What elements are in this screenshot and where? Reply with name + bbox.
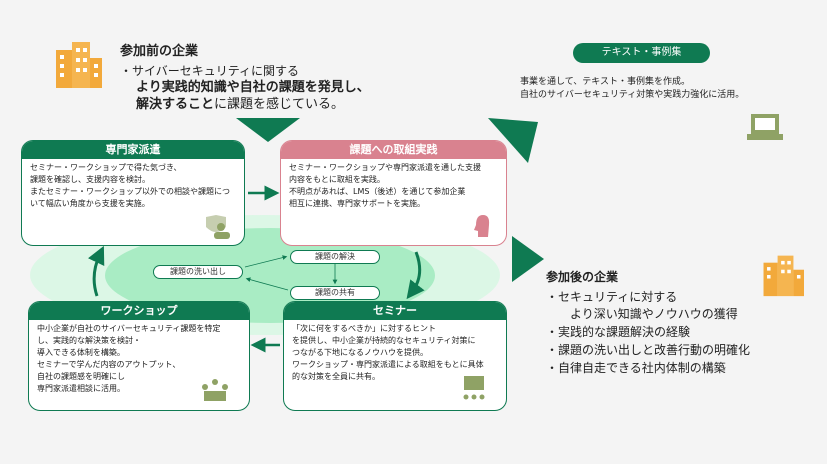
after-section: 参加後の企業 ・セキュリティに対する より深い知識やノウハウの獲得 ・実践的な課…	[546, 268, 750, 377]
box-line: 自社の課題感を明確にし	[37, 372, 125, 381]
before-line: より実践的知識や自社の課題を発見し、	[136, 80, 370, 95]
after-line: ・自律自走できる社内体制の構築	[546, 361, 726, 375]
before-section: 参加前の企業 ・サイバーセキュリティに関する より実践的知識や自社の課題を発見し…	[120, 40, 370, 113]
after-line: ・課題の洗い出しと改善行動の明確化	[546, 343, 751, 357]
after-line: ・セキュリティに対する	[546, 290, 678, 304]
building-icon	[763, 255, 804, 297]
box-line: 課題を確認し、支援内容を検討。	[30, 175, 150, 184]
arrow-up-curve	[88, 245, 105, 297]
solve-issues-label: 課題の解決	[290, 250, 380, 264]
box-line: 導入できる体制を構築。	[37, 348, 125, 357]
practice-box: 課題への取組実践 セミナー・ワークショップや専門家派遣を通した支援内容をもとに取…	[280, 140, 507, 246]
after-line: より深い知識やノウハウの獲得	[570, 307, 738, 321]
meeting-table-icon	[202, 379, 228, 401]
practice-title: 課題への取組実践	[281, 141, 506, 159]
box-line: 内容をもとに取組を実践。	[289, 175, 385, 184]
cycle-arrows	[88, 185, 425, 353]
expert-dispatch-box: 専門家派遣 セミナー・ワークショップで得た気づき、課題を確認し、支援内容を検討。…	[21, 140, 245, 246]
workshop-title: ワークショップ	[29, 302, 249, 320]
text-collection-line: 事業を通して、テキスト・事例集を作成。	[520, 77, 691, 87]
seminar-title: セミナー	[284, 302, 506, 320]
box-line: ワークショップ・専門家派遣による取組をもとに具体	[292, 360, 484, 369]
box-line: 相互に連携、専門家サポートを実施。	[289, 199, 425, 208]
box-line: 不明点があれば、LMS（後述）を通じて参加企業	[289, 187, 466, 196]
down-arrow-icon	[236, 118, 300, 142]
after-title: 参加後の企業	[546, 270, 619, 284]
building-icon	[56, 42, 102, 88]
expert-dispatch-title: 専門家派遣	[22, 141, 244, 159]
box-line: セミナー・ワークショップや専門家派遣を通した支援	[289, 163, 481, 172]
text-collection-line: 自社のサイバーセキュリティ対策や実践力強化に活用。	[520, 90, 745, 100]
box-line: 中小企業が自社のサイバーセキュリティ課題を特定	[37, 324, 221, 333]
right-arrow-icon	[512, 236, 544, 282]
shield-person-icon	[206, 215, 230, 239]
presentation-icon	[463, 376, 485, 400]
box-line: いて幅広い角度から支援を実施。	[30, 199, 150, 208]
box-line: セミナー・ワークショップで得た気づき、	[30, 163, 182, 172]
before-rest: に課題を感じている。	[214, 97, 345, 112]
after-line: ・実践的な課題解決の経験	[546, 325, 691, 339]
share-issues-label: 課題の共有	[290, 286, 380, 300]
arrow-down-curve	[406, 251, 425, 300]
before-line: ・サイバーセキュリティに関する	[120, 64, 300, 78]
box-line: 「次に何をするべきか」に対するヒント	[292, 324, 436, 333]
laptop-icon	[747, 114, 783, 140]
workshop-box: ワークショップ 中小企業が自社のサイバーセキュリティ課題を特定し、実践的な解決策…	[28, 301, 250, 411]
up-right-arrow-icon	[488, 118, 538, 163]
thinking-head-icon	[474, 215, 490, 237]
box-line: 専門家派遣相談に活用。	[37, 384, 125, 393]
box-line: つながる下地になるノウハウを提供。	[292, 348, 428, 357]
seminar-box: セミナー 「次に何をするべきか」に対するヒントを提供し、中小企業が持続的なセキュ…	[283, 301, 507, 411]
before-bold: 解決すること	[136, 97, 215, 112]
box-line: セミナーで学んだ内容のアウトプット、	[37, 360, 181, 369]
box-line: またセミナー・ワークショップ以外での相談や課題につ	[30, 187, 230, 196]
box-line: 的な対策を全員に共有。	[292, 372, 380, 381]
box-line: し、実践的な解決策を検討・	[37, 336, 141, 345]
box-line: を提供し、中小企業が持続的なセキュリティ対策に	[292, 336, 476, 345]
identify-issues-label: 課題の洗い出し	[153, 265, 243, 279]
text-collection-button[interactable]: テキスト・事例集	[573, 43, 710, 63]
before-title: 参加前の企業	[120, 44, 199, 59]
